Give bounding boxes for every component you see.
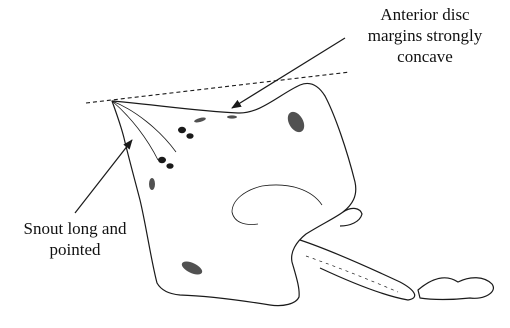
snout-arrow <box>75 140 132 213</box>
snout-label: Snout long and pointed <box>0 218 150 260</box>
anterior-label-line-2: margins strongly <box>340 25 510 46</box>
tail-fin <box>418 278 493 300</box>
snout-label-line-2: pointed <box>0 239 150 260</box>
anterior-arrow <box>232 38 345 108</box>
snout-label-line-1: Snout long and <box>0 218 150 239</box>
anterior-margin-label: Anterior disc margins strongly concave <box>340 4 510 67</box>
tail <box>300 240 415 300</box>
anterior-label-line-3: concave <box>340 46 510 67</box>
dark-patches <box>149 109 308 277</box>
anterior-margin-tangent-line <box>86 72 350 103</box>
eyes <box>158 127 194 169</box>
anterior-label-line-1: Anterior disc <box>340 4 510 25</box>
skate-body <box>112 83 493 305</box>
